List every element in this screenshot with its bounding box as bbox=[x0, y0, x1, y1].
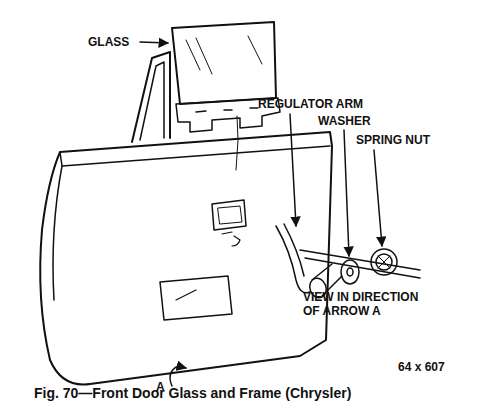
part-label: VIEW IN DIRECTION OF ARROW A bbox=[303, 290, 438, 318]
washer bbox=[341, 260, 359, 284]
spring-nut bbox=[371, 249, 397, 275]
part-label: REGULATOR ARM bbox=[258, 97, 363, 111]
leader-line bbox=[344, 130, 349, 256]
figure-number: 64 x 607 bbox=[398, 360, 445, 374]
door-body bbox=[40, 132, 332, 385]
leader-line bbox=[140, 42, 168, 43]
part-label: SPRING NUT bbox=[356, 133, 430, 147]
glass-panel bbox=[172, 22, 280, 170]
part-label: GLASS bbox=[88, 35, 129, 49]
part-label: WASHER bbox=[318, 114, 371, 128]
vent-frame bbox=[132, 52, 170, 142]
view-arrow bbox=[170, 366, 186, 386]
leader-line bbox=[374, 150, 382, 246]
figure-caption: Fig. 70—Front Door Glass and Frame (Chry… bbox=[34, 386, 351, 400]
leader-line bbox=[290, 114, 296, 226]
